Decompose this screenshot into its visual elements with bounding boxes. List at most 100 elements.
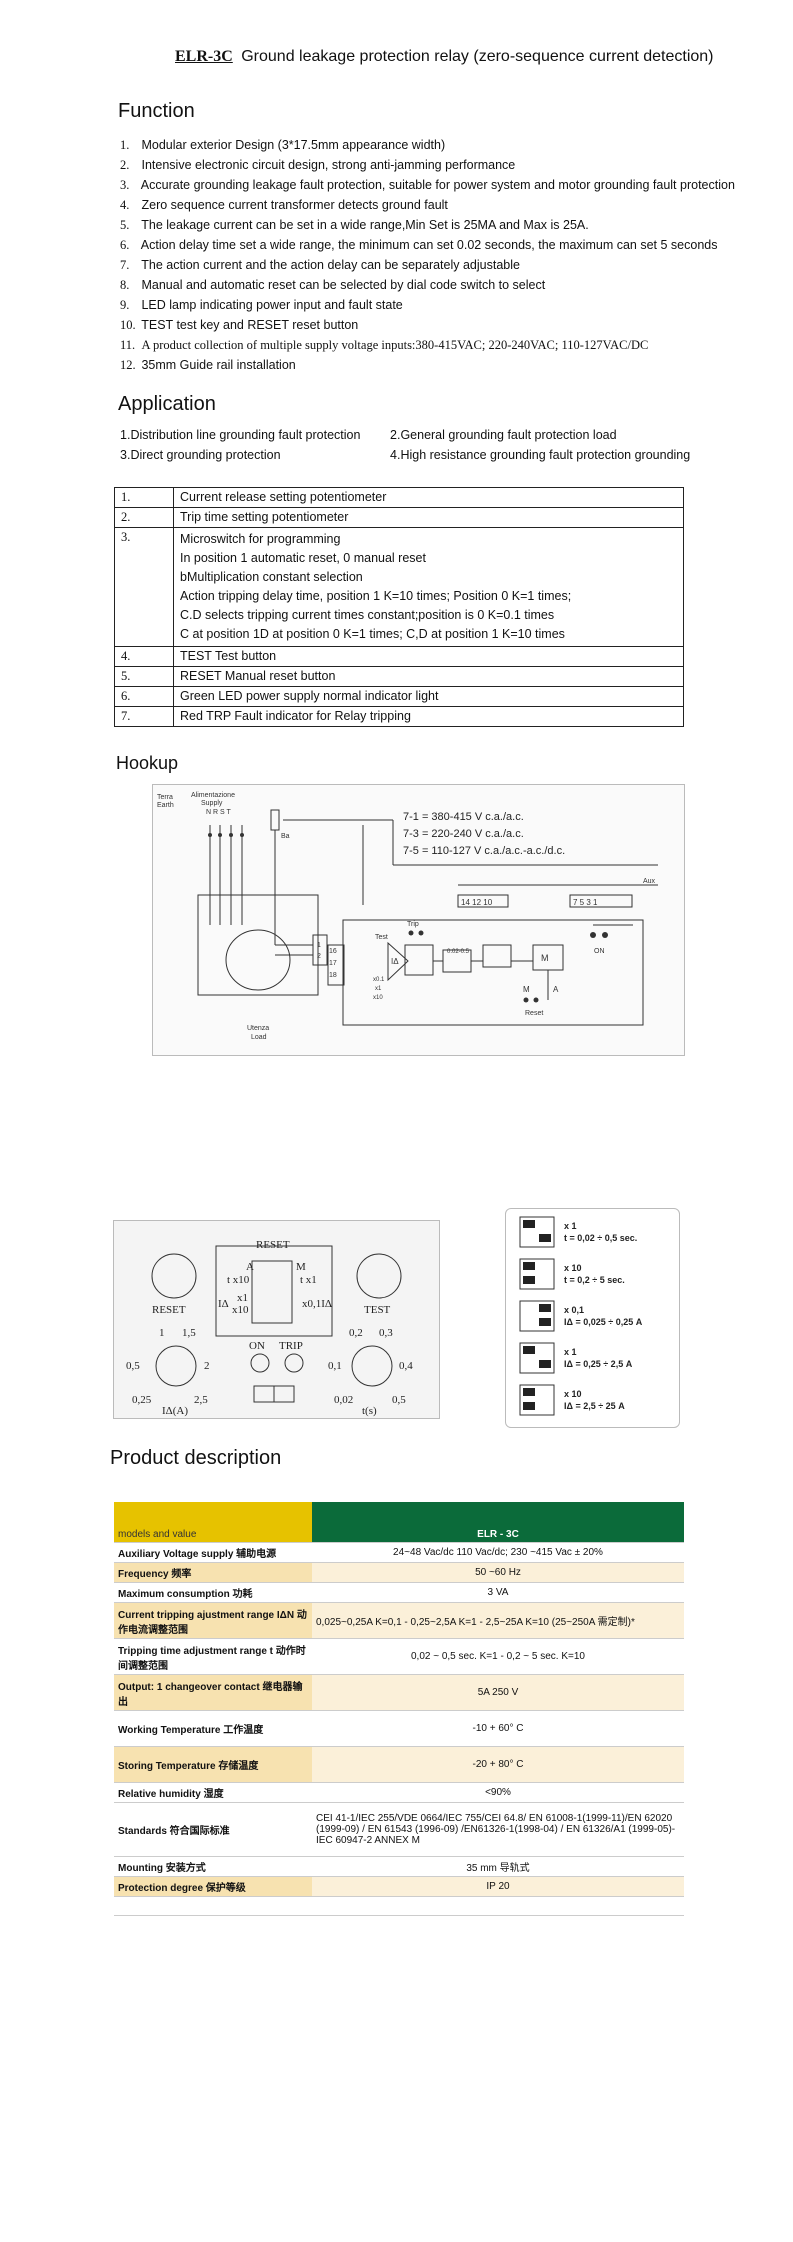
product-heading: Product description bbox=[110, 1447, 282, 1469]
dip-range: t = 0,02 ÷ 0,5 sec. bbox=[564, 1233, 637, 1243]
list-item: 7. The action current and the action del… bbox=[120, 258, 520, 272]
panel-m-label: M bbox=[296, 1261, 306, 1273]
voltage-label-1: 7-1 = 380-415 V c.a./a.c. bbox=[403, 811, 524, 823]
on-label: ON bbox=[594, 948, 605, 955]
utenza-label: Utenza bbox=[247, 1025, 269, 1032]
terminals-right: 7 5 3 1 bbox=[573, 898, 598, 907]
right-scale-label: 0,2 bbox=[349, 1327, 363, 1339]
table-row: Relative humidity 湿度<90% bbox=[114, 1782, 684, 1803]
list-item: 8. Manual and automatic reset can be sel… bbox=[120, 278, 546, 292]
table-row: 1.Current release setting potentiometer bbox=[114, 487, 684, 508]
panel-tx10-label: t x10 bbox=[227, 1274, 250, 1286]
dip-mult: x 10 bbox=[564, 1389, 582, 1399]
alimentazione-label: Alimentazione bbox=[191, 792, 235, 799]
a-label: A bbox=[553, 985, 559, 994]
table-row: Tripping time adjustment range t 动作时间调整范… bbox=[114, 1638, 684, 1675]
terminal-17: 17 bbox=[329, 960, 337, 967]
dip-mult: x 1 bbox=[564, 1347, 577, 1357]
phases-label: N R S T bbox=[206, 809, 231, 816]
application-item: 3.Direct grounding protection bbox=[120, 448, 281, 462]
model-name: ELR-3C bbox=[175, 48, 233, 65]
x1-label: x1 bbox=[375, 986, 382, 992]
table-row: 4.TEST Test button bbox=[114, 646, 684, 667]
panel-test-label: TEST bbox=[364, 1304, 391, 1316]
dip-mult: x 0,1 bbox=[564, 1305, 584, 1315]
terminal-2: 2 bbox=[317, 953, 321, 960]
panel-reset-label: RESET bbox=[152, 1304, 186, 1316]
x10-label: x10 bbox=[373, 995, 383, 1001]
dip-mult: x 1 bbox=[564, 1221, 577, 1231]
list-item: 11. A product collection of multiple sup… bbox=[120, 338, 649, 352]
panel-x10-label: x10 bbox=[232, 1304, 249, 1316]
panel-on-label: ON bbox=[249, 1340, 265, 1352]
spec-header: models and value ELR - 3C bbox=[114, 1502, 684, 1543]
terra-label: Terra bbox=[157, 794, 173, 801]
spec-table: models and value ELR - 3C Auxiliary Volt… bbox=[114, 1502, 684, 1916]
x01-label: x0.1 bbox=[373, 977, 385, 983]
front-panel: RESET A M t x10 t x1 x1 x10 IΔ x0,1IΔ RE… bbox=[113, 1220, 440, 1419]
table-row: 7.Red TRP Fault indicator for Relay trip… bbox=[114, 706, 684, 727]
dip-range: IΔ = 2,5 ÷ 25 A bbox=[564, 1401, 625, 1411]
application-item: 4.High resistance grounding fault protec… bbox=[390, 448, 691, 462]
voltage-label-3: 7-5 = 110-127 V c.a./a.c.-a.c./d.c. bbox=[403, 845, 565, 857]
table-row: 2.Trip time setting potentiometer bbox=[114, 507, 684, 528]
right-scale-label: 0,5 bbox=[392, 1394, 406, 1406]
ba-label: Ba bbox=[281, 833, 290, 840]
terminal-16: 16 bbox=[329, 948, 337, 955]
table-row: 5.RESET Manual reset button bbox=[114, 666, 684, 687]
aux-label: Aux bbox=[643, 878, 656, 885]
left-scale-label: 0,25 bbox=[132, 1394, 152, 1406]
table-row: 6.Green LED power supply normal indicato… bbox=[114, 686, 684, 707]
panel-a-label: A bbox=[246, 1261, 254, 1273]
dip-range: IΔ = 0,025 ÷ 0,25 A bbox=[564, 1317, 643, 1327]
dip-range: IΔ = 0,25 ÷ 2,5 A bbox=[564, 1359, 633, 1369]
parts-table: 1.Current release setting potentiometer … bbox=[114, 487, 684, 727]
hookup-heading: Hookup bbox=[116, 753, 179, 773]
list-item: 12. 35mm Guide rail installation bbox=[120, 358, 296, 372]
panel-reset-box-label: RESET bbox=[256, 1239, 290, 1251]
reset-label: Reset bbox=[525, 1010, 543, 1017]
right-scale-label: 0,02 bbox=[334, 1394, 353, 1406]
panel-ia-symbol: IΔ bbox=[218, 1298, 229, 1310]
dip-range: t = 0,2 ÷ 5 sec. bbox=[564, 1275, 625, 1285]
left-scale-label: 0,5 bbox=[126, 1360, 140, 1372]
panel-tx1-label: t x1 bbox=[300, 1274, 317, 1286]
table-row: Current tripping ajustment range IΔN 动作电… bbox=[114, 1602, 684, 1639]
table-row: Storing Temperature 存储温度-20 + 80° C bbox=[114, 1746, 684, 1783]
list-item: 6. Action delay time set a wide range, t… bbox=[120, 238, 718, 252]
left-scale-label: 1,5 bbox=[182, 1327, 196, 1339]
left-dial-unit: IΔ(A) bbox=[162, 1405, 188, 1417]
dip-switch-settings: x 1 t = 0,02 ÷ 0,5 sec. x 10 t = 0,2 ÷ 5… bbox=[505, 1208, 680, 1428]
title-text: Ground leakage protection relay (zero-se… bbox=[241, 48, 714, 65]
test-label: Test bbox=[375, 934, 388, 941]
list-item: 4. Zero sequence current transformer det… bbox=[120, 198, 448, 212]
application-heading: Application bbox=[118, 393, 216, 415]
voltage-label-2: 7-3 = 220-240 V c.a./a.c. bbox=[403, 828, 524, 840]
earth-label: Earth bbox=[157, 802, 174, 809]
application-item: 1.Distribution line grounding fault prot… bbox=[120, 428, 361, 442]
right-scale-label: 0,1 bbox=[328, 1360, 342, 1372]
table-row: Working Temperature 工作温度-10 + 60° C bbox=[114, 1710, 684, 1747]
list-item: 2. Intensive electronic circuit design, … bbox=[120, 158, 516, 172]
dip-mult: x 10 bbox=[564, 1263, 582, 1273]
left-scale-label: 2 bbox=[204, 1360, 210, 1372]
function-list: 1. Modular exterior Design (3*17.5mm app… bbox=[120, 137, 735, 377]
panel-x01-label: x0,1IΔ bbox=[302, 1298, 332, 1310]
m-box-label: M bbox=[541, 953, 549, 963]
function-heading: Function bbox=[118, 100, 195, 122]
terminal-18: 18 bbox=[329, 972, 337, 979]
right-dial-unit: t(s) bbox=[362, 1405, 377, 1417]
terminal-1: 1 bbox=[317, 942, 321, 949]
table-row bbox=[114, 1896, 684, 1916]
ia-label: IΔ bbox=[391, 957, 399, 966]
load-label: Load bbox=[251, 1034, 267, 1041]
supply-label: Supply bbox=[201, 800, 223, 807]
panel-trip-label: TRIP bbox=[279, 1340, 303, 1352]
